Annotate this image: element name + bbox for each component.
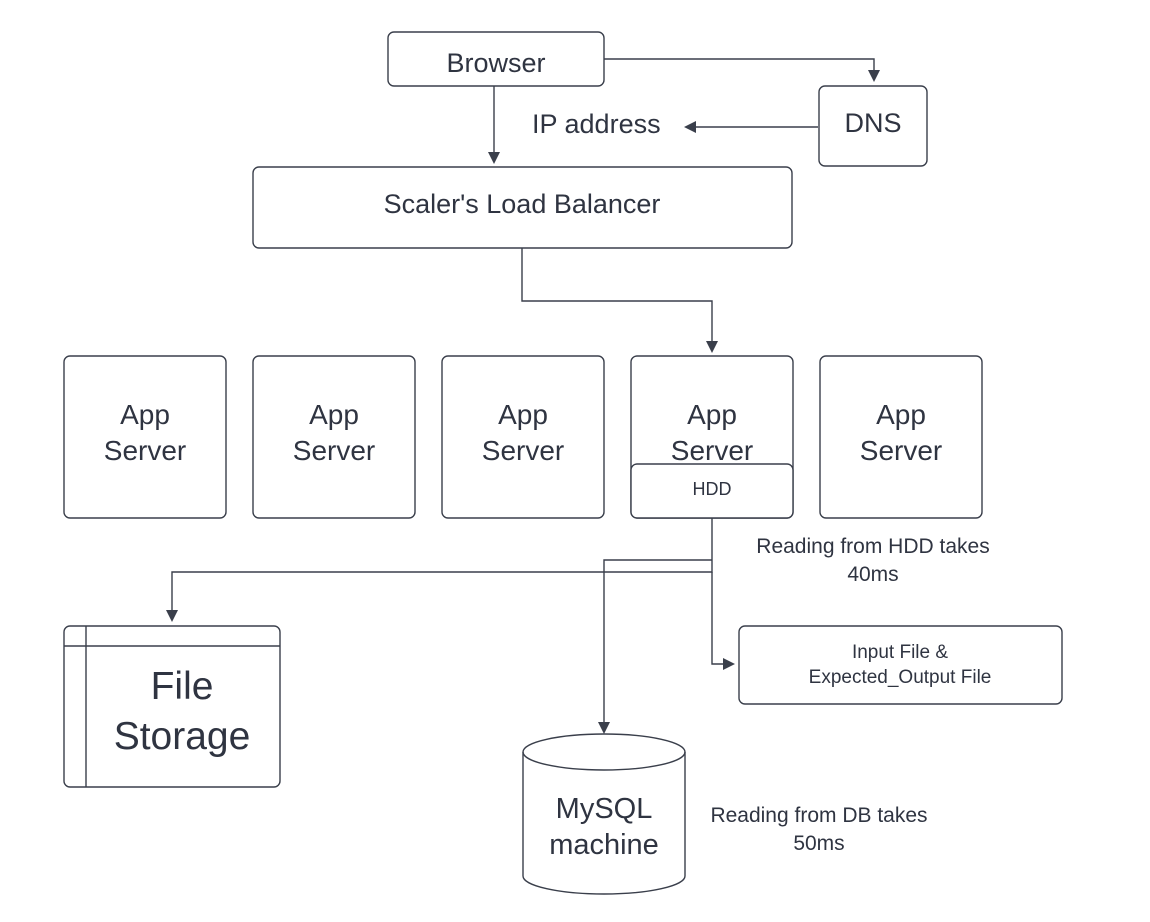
load-balancer-label: Scaler's Load Balancer — [384, 189, 661, 219]
app-server-label-line2: Server — [482, 435, 564, 466]
file-storage-label-line2: Storage — [114, 715, 251, 758]
input-file-label-line1: Input File & — [852, 642, 948, 663]
lb-to-appserver-arrow — [521, 248, 718, 353]
hdd-to-mysql-arrow — [598, 559, 712, 734]
db-read-annotation-line1: Reading from DB takes — [710, 804, 927, 827]
mysql-label-line2: machine — [549, 829, 659, 861]
input-file-node: Input File & Expected_Output File — [738, 625, 1063, 705]
app-server-label-line2: Server — [293, 435, 375, 466]
file-storage-label-line1: File — [151, 665, 214, 708]
hdd-to-file-storage-arrow — [166, 518, 713, 622]
app-server-label-line1: App — [309, 399, 359, 430]
browser-to-dns-arrow — [604, 58, 880, 82]
hdd-label: HDD — [693, 479, 732, 499]
load-balancer-node: Scaler's Load Balancer — [252, 166, 793, 249]
dns-label: DNS — [844, 108, 901, 138]
app-server-label-line2: Server — [104, 435, 186, 466]
app-server-label-line1: App — [120, 399, 170, 430]
browser-node: Browser — [387, 31, 605, 87]
app-server-label-line1: App — [876, 399, 926, 430]
mysql-node: MySQL machine — [522, 733, 686, 895]
app-server-1: App Server — [63, 355, 227, 519]
hdd-to-input-file-arrow — [711, 572, 735, 670]
app-server-label-line2: Server — [671, 435, 753, 466]
mysql-label-line1: MySQL — [556, 793, 653, 825]
hdd-read-annotation-line1: Reading from HDD takes — [756, 535, 989, 558]
app-server-3: App Server — [441, 355, 605, 519]
hdd-read-annotation-line2: 40ms — [847, 563, 898, 586]
file-storage-node: File Storage — [63, 625, 281, 788]
app-server-2: App Server — [252, 355, 416, 519]
ip-address-label: IP address — [532, 109, 661, 139]
app-server-label-line2: Server — [860, 435, 942, 466]
app-server-label-line1: App — [498, 399, 548, 430]
dns-node: DNS — [818, 85, 928, 167]
hdd-node: HDD — [630, 463, 794, 519]
app-server-label-line1: App — [687, 399, 737, 430]
input-file-label-line2: Expected_Output File — [809, 667, 992, 688]
db-read-annotation-line2: 50ms — [793, 832, 844, 855]
browser-label: Browser — [446, 48, 545, 78]
app-server-5: App Server — [819, 355, 983, 519]
